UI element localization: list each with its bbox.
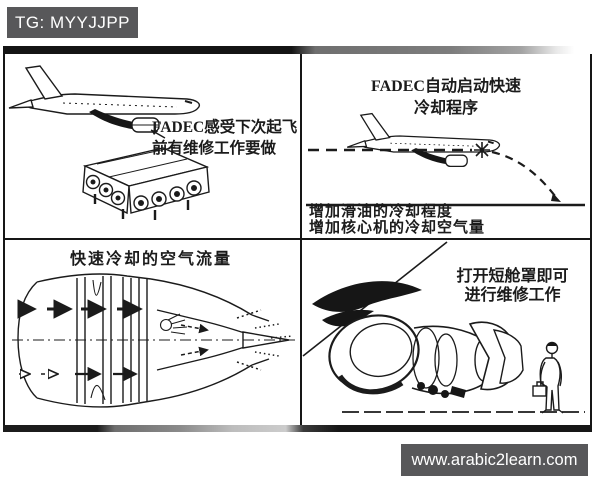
panel-bottom-left-illustration [12,273,295,408]
top-left-caption: FADEC感受下次起飞 前有维修工作要做 [152,117,304,159]
panel-top-left-illustration [8,65,210,220]
top-right-note-line2: 增加核心机的冷却空气量 [309,219,486,236]
watermark-bottom-text: www.arabic2learn.com [411,450,578,469]
top-right-title: FADEC自动启动快速 冷却程序 [330,76,562,120]
quadrant-horizontal-divider [5,238,590,240]
bottom-left-title: 快速冷却的空气流量 [3,245,299,269]
bottom-right-caption-line1: 打开短舱罩即可 [456,268,569,285]
top-right-notes: 增加滑油的冷却程度 增加核心机的冷却空气量 [309,204,579,236]
top-right-title-line2: 冷却程序 [413,100,478,117]
frame-top-border-bar [3,46,592,54]
descent-dashed-curve [491,150,556,197]
frame-bottom-border-bar [3,425,592,432]
airplane-side-view [8,65,201,139]
top-right-title-line1: FADEC自动启动快速 [371,78,521,95]
toolbox [532,385,547,397]
bottom-left-title-text: 快速冷却的空气流量 [69,251,232,268]
panel-bottom-right-illustration [302,241,585,414]
turbofan-engine-cross-section [12,273,295,408]
descent-arrowhead [551,193,561,202]
horizontal-stabilizer [8,99,34,109]
wing [89,109,145,129]
bottom-right-caption-line2: 进行维修工作 [464,287,561,304]
airplane-on-dashed-flight-path [346,112,501,168]
panel-top-right-illustration [306,112,585,207]
tail-fin [24,65,64,100]
fan-blade-dark [312,281,422,312]
top-right-note-line1: 增加滑油的冷却程度 [309,204,454,220]
asterisk-marker [474,142,490,158]
open-nacelle-engine [312,281,524,398]
bottom-right-caption: 打开短舱罩即可 进行维修工作 [435,267,590,305]
watermark-bottom-label: www.arabic2learn.com [401,444,588,476]
top-left-caption-line1: FADEC感受下次起飞 [152,119,298,136]
fadec-control-unit [82,146,210,220]
watermark-top-label: TG: MYYJJPP [7,7,138,38]
core-flow-arrows [180,309,294,371]
window-row [62,102,178,108]
mechanic-with-toolbox [532,341,564,414]
top-left-caption-line2: 前有维修工作要做 [152,140,277,157]
diagram-frame [3,46,592,432]
watermark-top-text: TG: MYYJJPP [14,12,131,32]
